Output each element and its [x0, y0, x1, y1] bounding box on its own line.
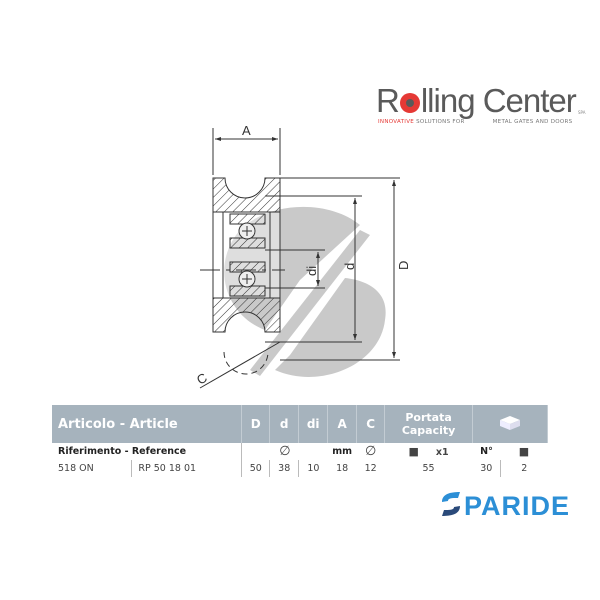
header-d: d: [269, 405, 300, 443]
brand-o-icon: [399, 93, 420, 113]
brand-suffix: SPA: [578, 110, 586, 115]
cell-weight: 2: [521, 463, 528, 474]
cell-di: 10: [307, 463, 320, 474]
weight-icon: ■: [518, 445, 530, 458]
dim-label-di: di: [304, 266, 319, 276]
header-package: [472, 405, 548, 443]
paride-text: PARIDE: [464, 491, 570, 518]
cell-pieces: 30: [472, 460, 501, 477]
dim-label-d: d: [342, 263, 357, 270]
weight-icon: ■: [408, 445, 419, 458]
cell-d: 38: [269, 460, 300, 477]
subheader-reference: Riferimento - Reference: [58, 446, 187, 457]
c-diameter-symbol: ∅: [364, 444, 377, 459]
dim-label-C: C: [194, 370, 210, 388]
header-D: D: [241, 405, 271, 443]
dim-label-D: D: [396, 261, 411, 270]
unit-mm: mm: [332, 446, 353, 457]
cell-capacity: 55: [422, 463, 435, 474]
cell-D: 50: [241, 460, 271, 477]
cell-reference: RP 50 18 01: [138, 463, 197, 474]
dim-label-A: A: [242, 123, 251, 138]
table-subheader-row: Riferimento - Reference ∅ mm ∅ ■ x1 N° ■: [52, 443, 548, 460]
cell-article: 518 ON: [52, 460, 133, 477]
table-row: 518 ON RP 50 18 01 50 38 10 18 12 55 30 …: [52, 460, 548, 477]
diameter-symbol: ∅: [241, 443, 328, 460]
count-label: N°: [480, 446, 493, 457]
wheel-technical-drawing: A D d di C: [194, 123, 411, 389]
cell-C: 12: [364, 463, 377, 474]
header-article: Articolo - Article: [52, 405, 243, 443]
paride-logo: PARIDE: [442, 491, 570, 518]
capacity-subheader: ■ x1: [408, 445, 449, 458]
header-C: C: [356, 405, 386, 443]
header-A: A: [327, 405, 358, 443]
box-icon: [500, 415, 521, 430]
paride-s-icon: [442, 492, 460, 516]
cell-A: 18: [336, 463, 349, 474]
header-di: di: [298, 405, 329, 443]
